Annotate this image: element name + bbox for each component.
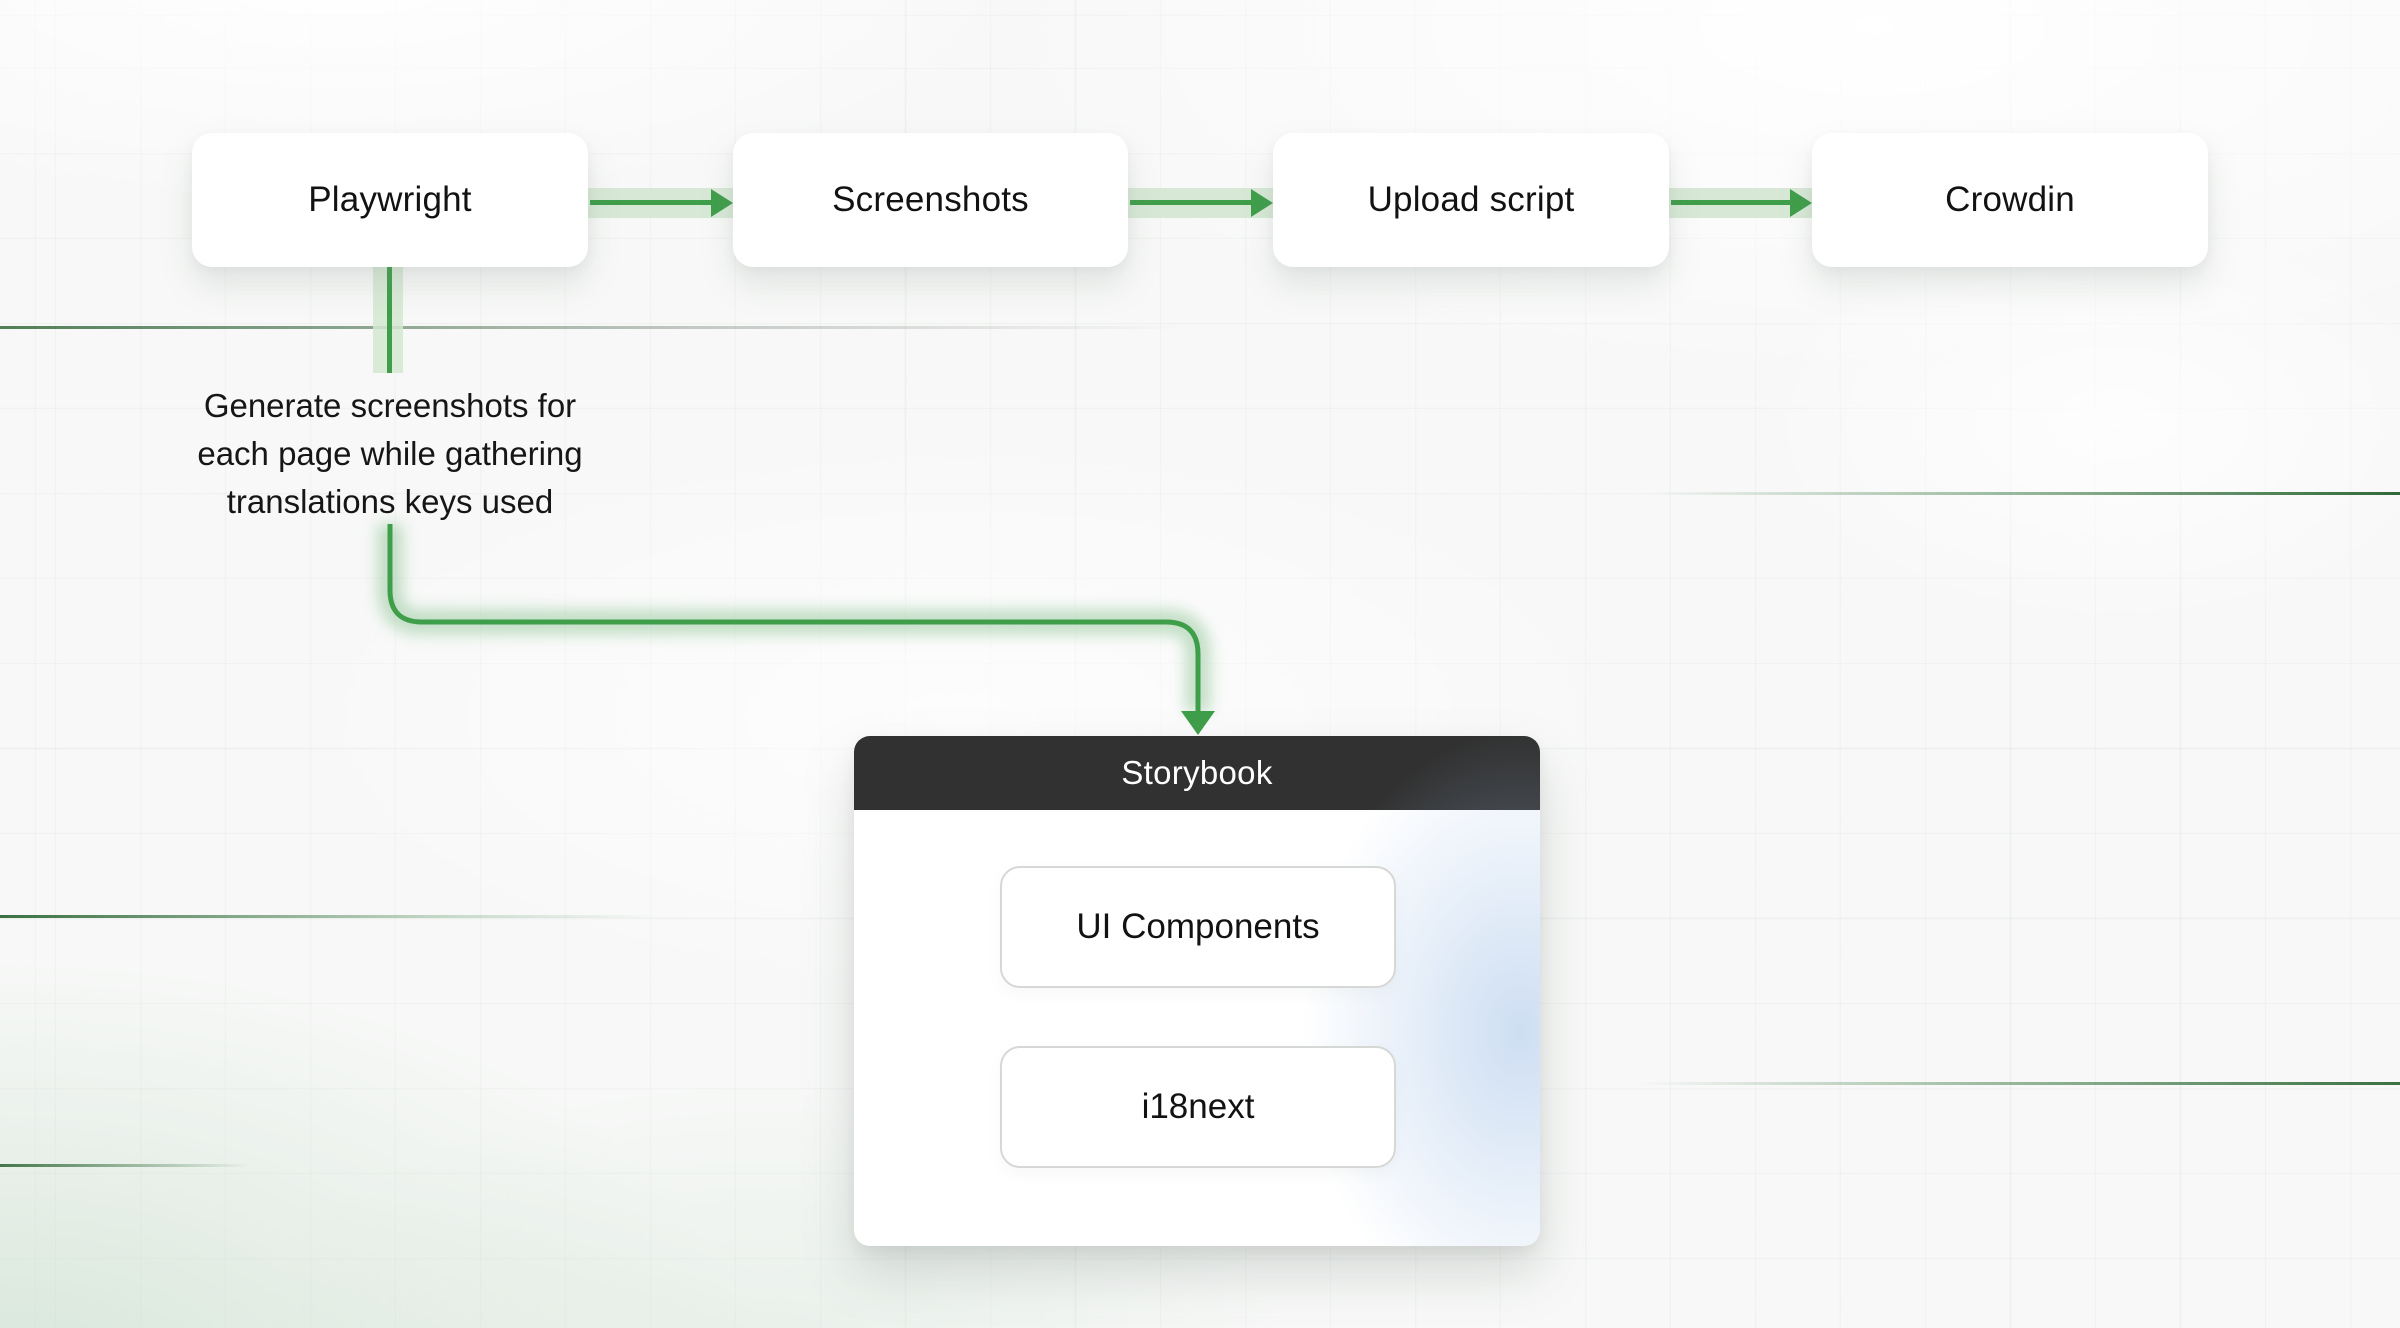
storybook-title: Storybook	[1121, 754, 1273, 791]
annotation-text: Generate screenshots for each page while…	[120, 382, 660, 526]
accent-line-top-left	[0, 326, 1250, 329]
annotation-line-2: each page while gathering	[197, 435, 583, 472]
accent-line-bottom-left-upper	[0, 915, 660, 918]
arrow-right-icon	[1790, 189, 1812, 217]
accent-line-mid-right	[1650, 492, 2400, 495]
arrow-right-icon	[711, 189, 733, 217]
node-screenshots-label: Screenshots	[832, 180, 1029, 219]
node-ui-components: UI Components	[1000, 866, 1396, 988]
accent-line-bottom-left-lower	[0, 1164, 250, 1167]
arrow-line-3	[1671, 200, 1790, 205]
node-i18next-label: i18next	[1141, 1087, 1255, 1126]
node-crowdin-label: Crowdin	[1945, 180, 2075, 219]
arrow-line-2	[1130, 200, 1251, 205]
arrow-right-icon	[1251, 189, 1273, 217]
connector-stub-line	[387, 267, 392, 373]
node-screenshots: Screenshots	[733, 133, 1128, 267]
node-playwright: Playwright	[192, 133, 588, 267]
accent-line-bottom-right	[1640, 1082, 2400, 1085]
node-i18next: i18next	[1000, 1046, 1396, 1168]
node-upload-script: Upload script	[1273, 133, 1669, 267]
node-crowdin: Crowdin	[1812, 133, 2208, 267]
arrow-line-1	[590, 200, 711, 205]
node-upload-script-label: Upload script	[1367, 180, 1575, 219]
storybook-header: Storybook	[854, 736, 1540, 810]
node-ui-components-label: UI Components	[1076, 907, 1320, 946]
arrow-down-icon	[1181, 711, 1215, 735]
node-playwright-label: Playwright	[308, 180, 472, 219]
annotation-line-1: Generate screenshots for	[203, 387, 577, 424]
storybook-container: Storybook UI Components i18next	[854, 736, 1540, 1246]
annotation-line-3: translations keys used	[226, 483, 554, 520]
